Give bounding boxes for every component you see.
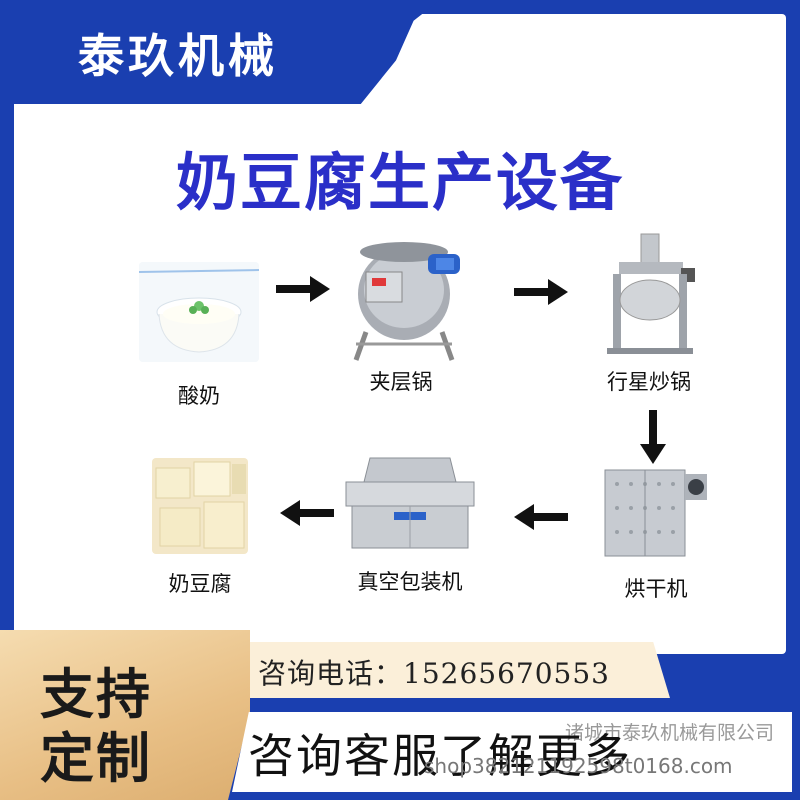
arrow-down-icon — [640, 410, 666, 468]
step-label-jacketed-kettle: 夹层锅 — [369, 370, 433, 394]
bottom-banner: 支持 定制 咨询电话：15265670553 诸城市泰玖机械有限公司 咨询客服了… — [0, 630, 800, 800]
step-dryer: 烘干机 — [581, 464, 731, 603]
step-yogurt: 酸奶 — [124, 262, 274, 410]
step-label-vacuum-packer: 真空包装机 — [357, 570, 463, 594]
arrow-left-icon — [514, 504, 568, 534]
phone-bar — [250, 642, 670, 698]
step-planetary-wok: 行星炒锅 — [574, 232, 724, 396]
step-jacketed-kettle: 夹层锅 — [326, 232, 476, 396]
planetary-wok-image — [589, 232, 709, 362]
step-label-milk-tofu: 奶豆腐 — [168, 572, 232, 596]
brand-header — [0, 0, 440, 104]
arrow-left-icon — [280, 500, 334, 530]
jacketed-kettle-image — [336, 232, 466, 362]
arrow-right-icon — [514, 279, 568, 309]
customize-text: 支持 定制 — [40, 662, 152, 790]
step-label-dryer: 烘干机 — [624, 577, 688, 601]
phone-number: 咨询电话：15265670553 — [258, 657, 610, 690]
brand-name: 泰玖机械 — [78, 29, 278, 83]
customize-panel — [0, 630, 250, 800]
arrow-right-icon — [276, 276, 330, 306]
milk-tofu-image — [152, 458, 248, 554]
vacuum-packer-image — [340, 452, 480, 552]
service-strip — [232, 712, 792, 792]
step-label-planetary-wok: 行星炒锅 — [607, 370, 691, 394]
shop-url: shop382121192598t0168.com — [424, 754, 733, 778]
page-title: 奶豆腐生产设备 — [175, 146, 624, 219]
customize-line-1: 支持 — [40, 662, 152, 726]
dryer-image — [601, 464, 711, 559]
customize-line-2: 定制 — [40, 726, 152, 790]
yogurt-image — [139, 262, 259, 362]
step-milk-tofu: 奶豆腐 — [125, 458, 275, 598]
company-name: 诸城市泰玖机械有限公司 — [564, 722, 774, 744]
service-text: 咨询客服了解更多 — [248, 729, 632, 783]
step-label-yogurt: 酸奶 — [178, 384, 220, 408]
step-vacuum-packer: 真空包装机 — [335, 452, 485, 596]
